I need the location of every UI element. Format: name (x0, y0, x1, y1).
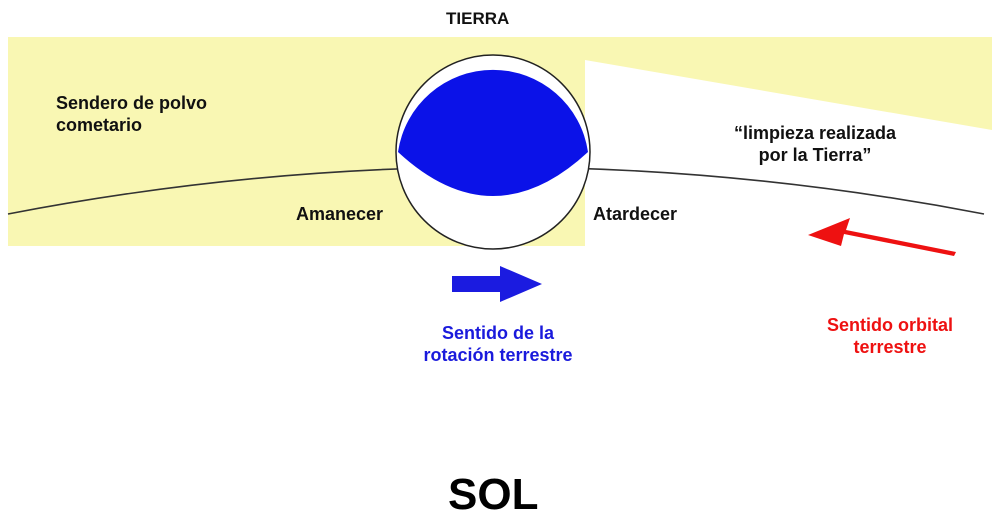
orbital-arrow (808, 218, 956, 256)
rotation-label: Sentido de la rotación terrestre (423, 323, 573, 365)
earth-night-side (398, 69, 588, 196)
sunrise-label: Amanecer (296, 204, 384, 224)
dust-path-label: Sendero de polvo cometario (56, 93, 208, 135)
earth-globe (395, 54, 591, 250)
rotation-arrow (452, 266, 542, 302)
orbital-label: Sentido orbital terrestre (827, 315, 953, 357)
sun-label: SOL (448, 470, 539, 519)
cleaning-label: “limpieza realizada por la Tierra” (733, 123, 897, 165)
earth-label: TIERRA (446, 9, 510, 28)
sunset-label: Atardecer (593, 204, 678, 224)
